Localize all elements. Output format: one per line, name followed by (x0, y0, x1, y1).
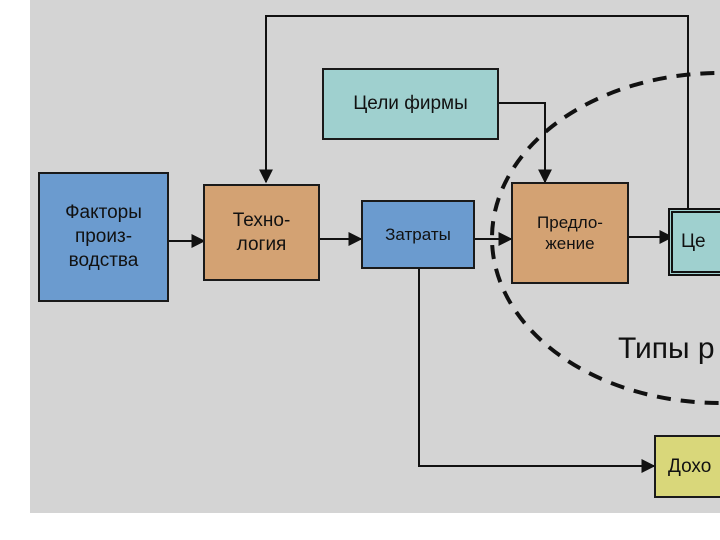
technology-box: Техно- логия (203, 184, 320, 281)
connectors-layer (168, 15, 720, 473)
supply-label: Предло- жение (537, 212, 603, 253)
technology-label: Техно- логия (232, 209, 291, 255)
diagram-canvas: Факторы произ- водства Техно- логия Затр… (30, 0, 720, 513)
factors-of-production-label: Факторы произ- водства (65, 202, 142, 271)
market-types-label: Типы р (618, 332, 715, 365)
factors-of-production-box: Факторы произ- водства (38, 172, 169, 302)
company-goals-box: Цели фирмы (322, 68, 499, 140)
income-box: Дохо (654, 435, 720, 498)
costs-box: Затраты (361, 200, 475, 269)
costs-label: Затраты (385, 224, 451, 244)
price-label: Це (681, 231, 706, 253)
feedback-arrow (259, 15, 689, 210)
income-label: Дохо (668, 455, 712, 477)
price-box: Це (668, 208, 720, 276)
supply-box: Предло- жение (511, 182, 629, 284)
company-goals-label: Цели фирмы (353, 93, 468, 115)
arrow-costs-income (418, 268, 656, 473)
arrow-goals-supply (498, 102, 552, 184)
